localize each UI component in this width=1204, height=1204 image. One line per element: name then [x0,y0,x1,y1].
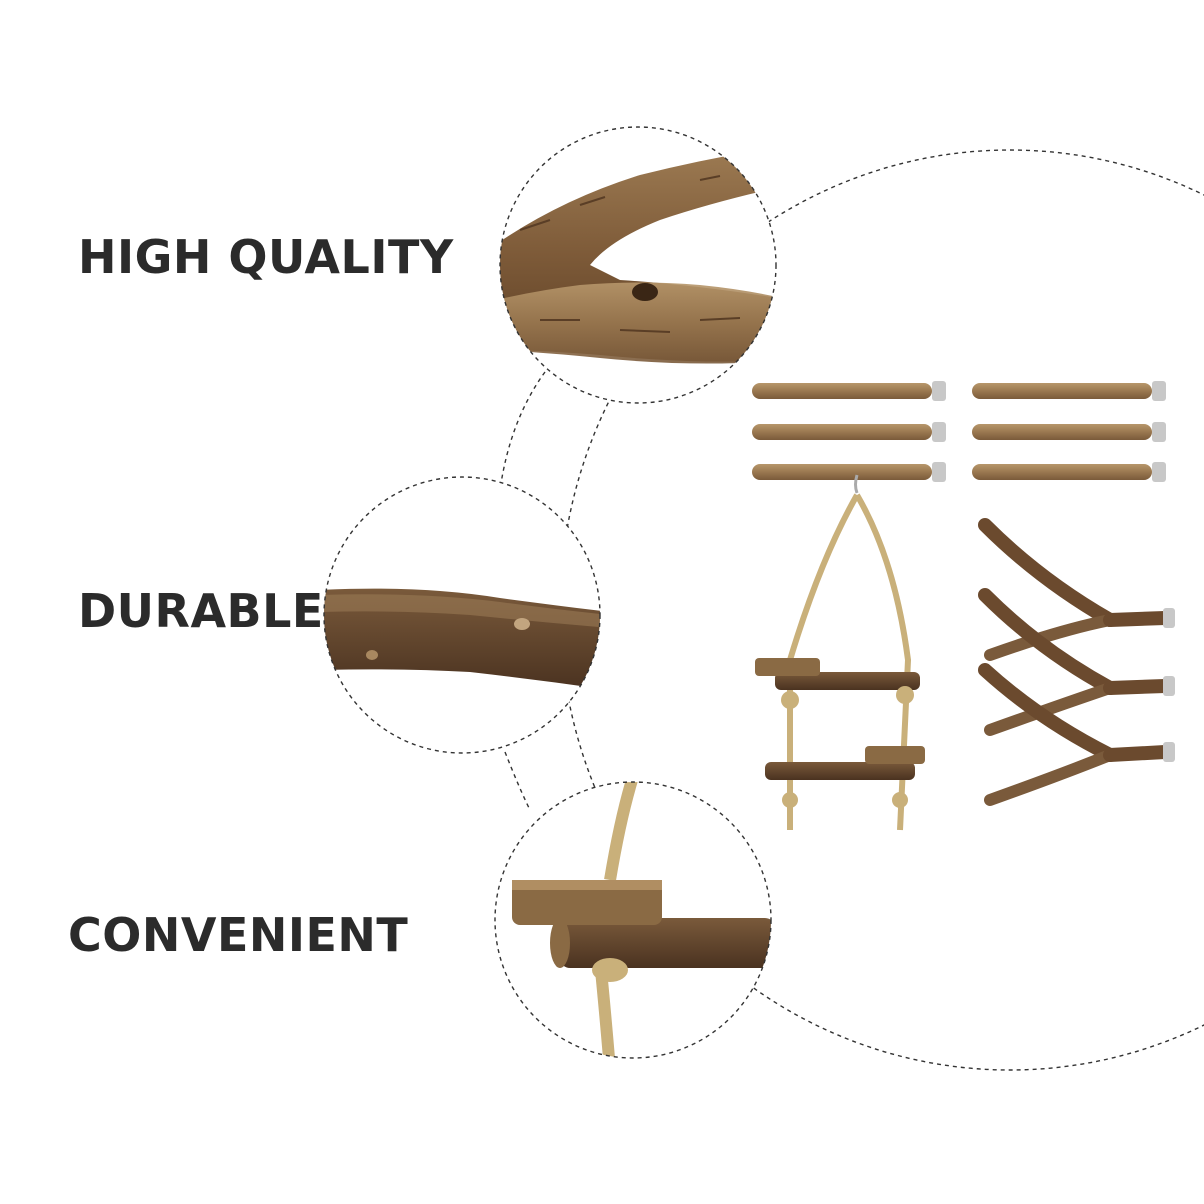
feature-label-durable: DURABLE [78,584,324,638]
closeup-convenient [495,782,771,1058]
straight-perches-right [972,381,1166,482]
closeup-high-quality [500,127,776,403]
feature-label-high-quality: HIGH QUALITY [78,230,454,284]
rope-ladder [755,474,925,831]
connector-line [499,371,546,491]
feature-label-convenient: CONVENIENT [68,908,409,962]
closeup-durable [324,477,600,753]
product-outline-oval [559,149,1204,1071]
forked-perches [978,518,1175,806]
connector-line [504,751,531,811]
straight-perches-left [752,381,946,482]
